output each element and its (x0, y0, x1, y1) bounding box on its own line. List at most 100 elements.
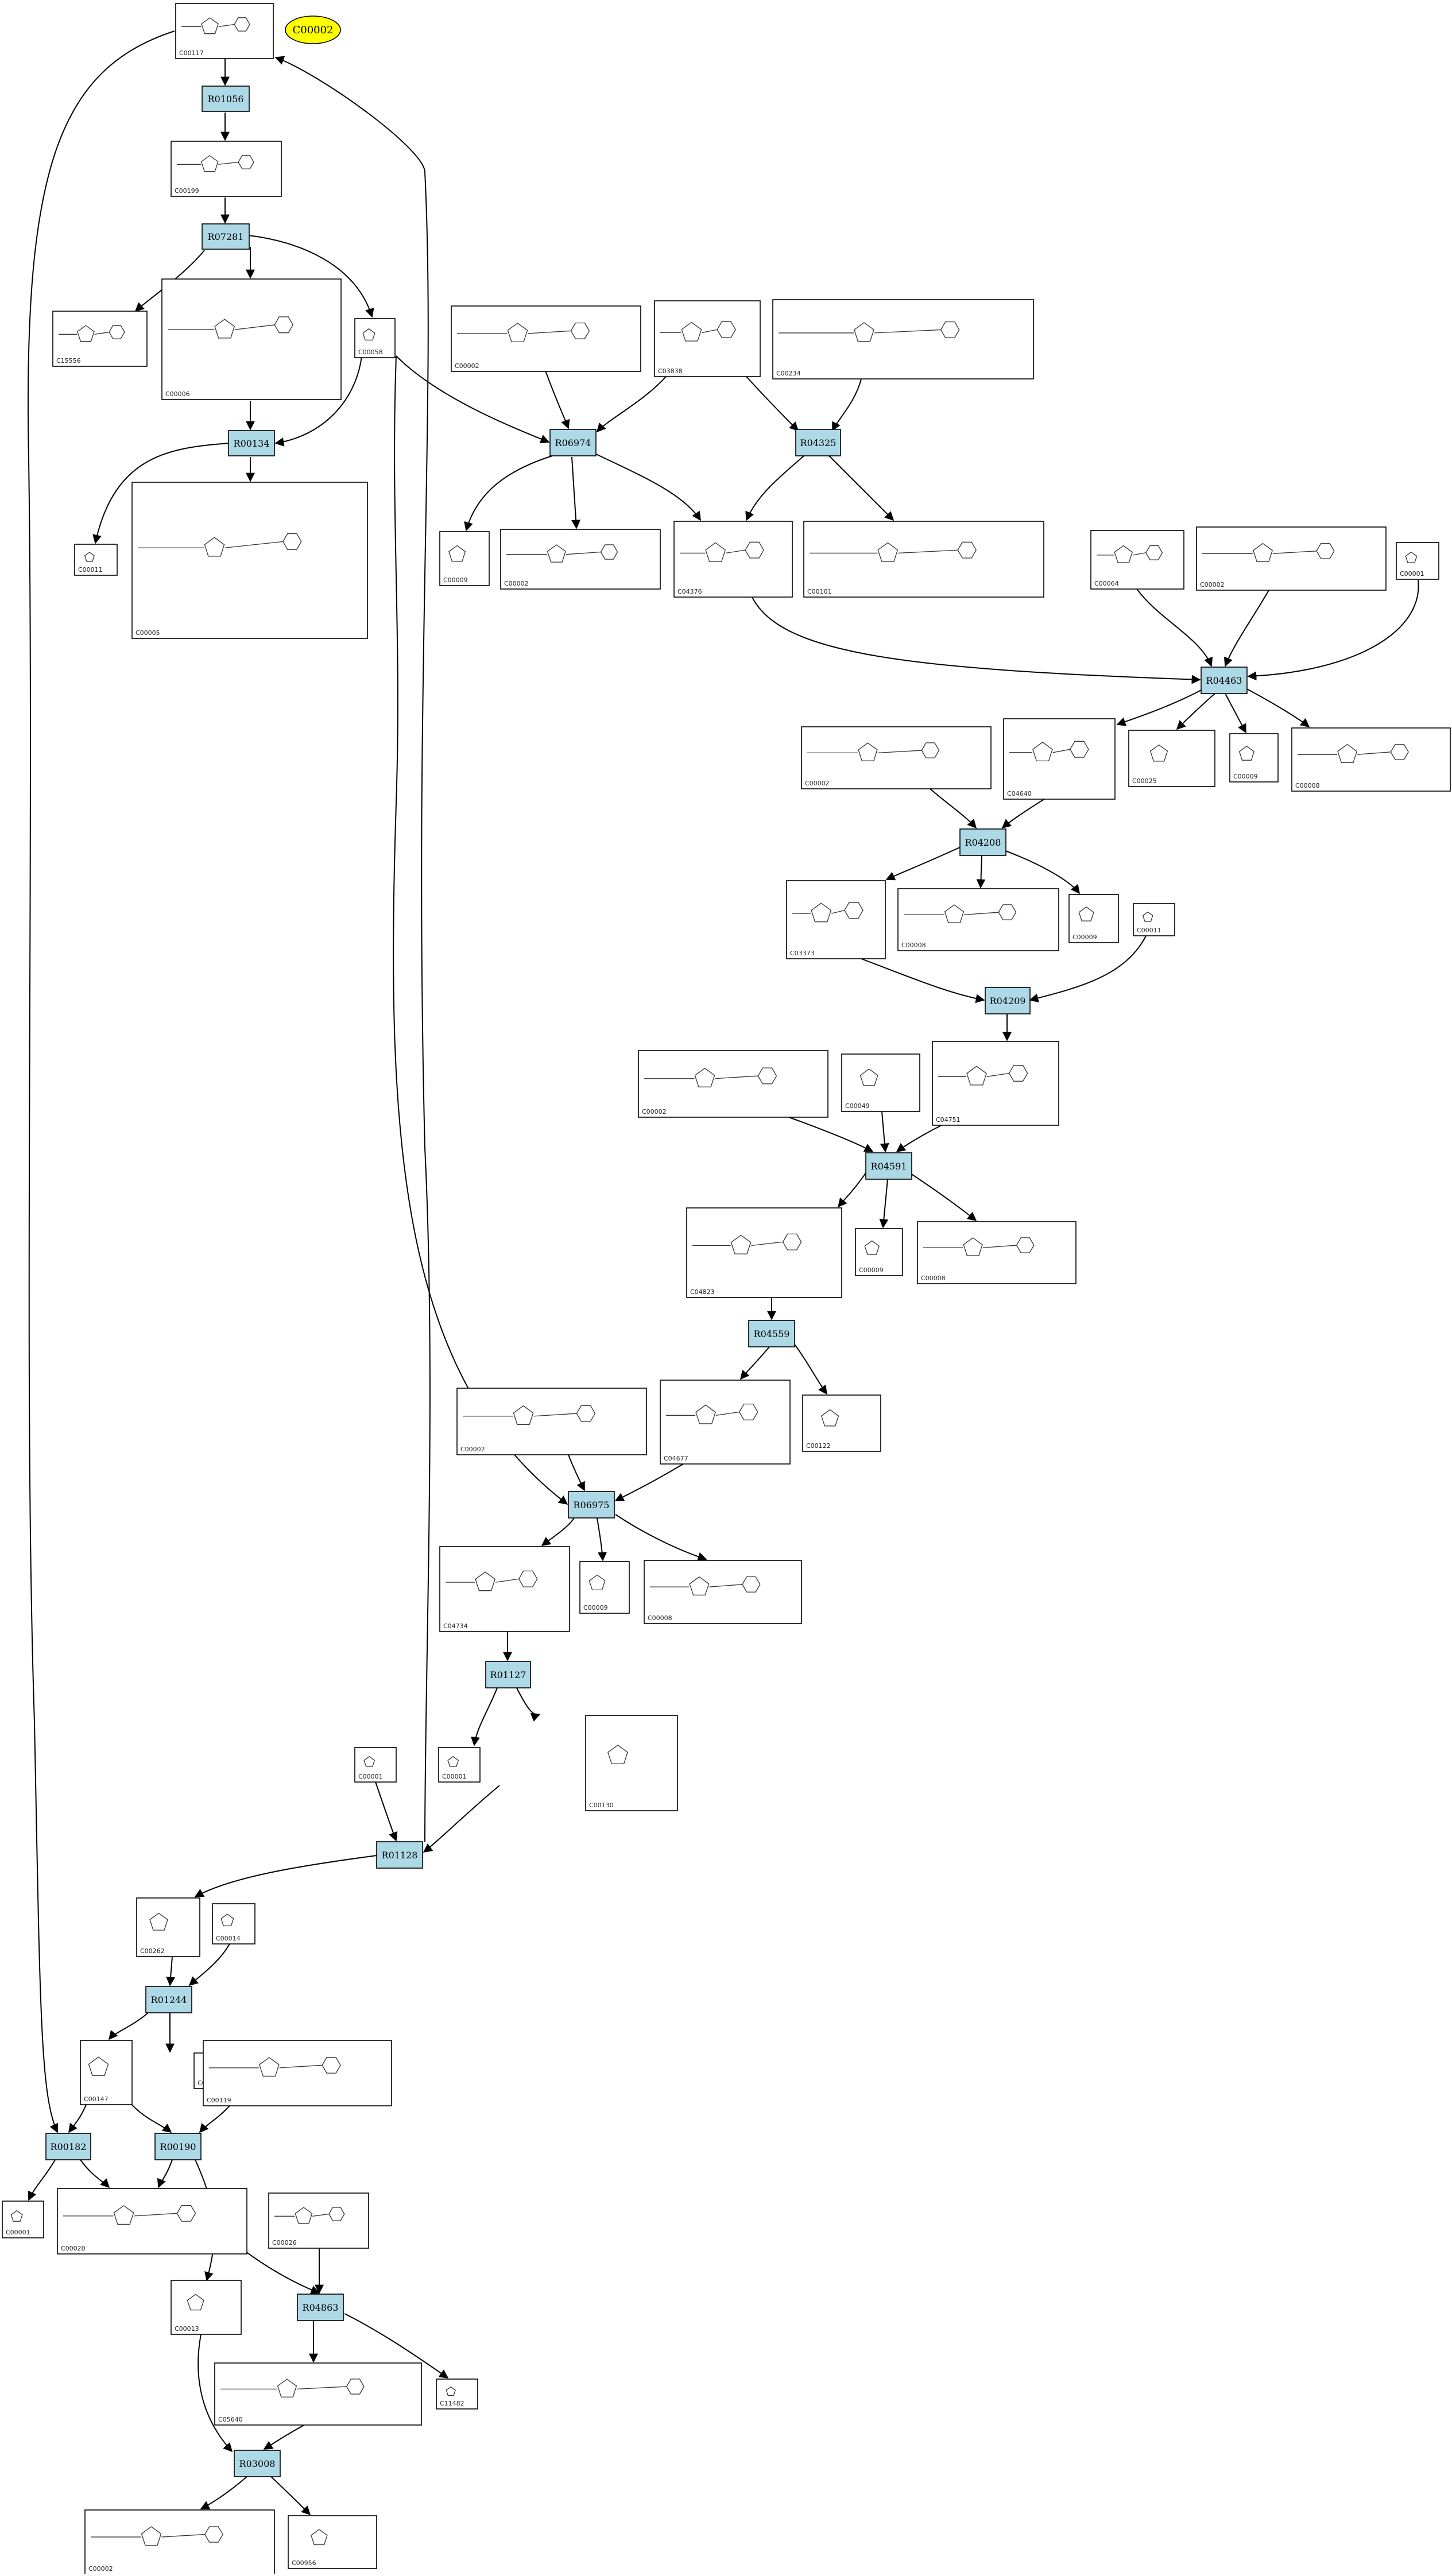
compound-node[interactable]: C00002 (456, 1388, 647, 1455)
compound-node[interactable]: C00130 (585, 1715, 678, 1811)
compound-node[interactable]: C04734 (439, 1546, 570, 1632)
compound-id: C04734 (443, 1622, 468, 1630)
compound-id: C00262 (140, 1947, 165, 1955)
compound-node[interactable]: C04823 (686, 1207, 842, 1298)
compound-node[interactable]: C00262 (136, 1897, 200, 1957)
reaction-node[interactable]: R04591 (865, 1152, 912, 1180)
reaction-box (228, 430, 275, 456)
reaction-node[interactable]: R04559 (748, 1320, 795, 1347)
compound-box (288, 2515, 377, 2569)
compound-node[interactable]: C03373 (786, 880, 886, 959)
structure-ring-icon (513, 1405, 534, 1425)
compound-node[interactable]: C00117 (175, 3, 274, 59)
compound-id: C03373 (790, 950, 815, 957)
reaction-edge (752, 596, 1201, 684)
compound-node[interactable]: C00014 (212, 1903, 255, 1944)
compound-node[interactable]: C00026 (268, 2192, 369, 2249)
reaction-node[interactable]: R06974 (549, 429, 597, 456)
reaction-edge (1029, 935, 1147, 1003)
structure-ring-icon (187, 2294, 204, 2311)
reaction-node[interactable]: R06975 (568, 1491, 615, 1519)
compound-node[interactable]: C00049 (841, 1053, 920, 1112)
compound-node[interactable]: C00008 (917, 1221, 1077, 1284)
compound-node[interactable]: C00011 (74, 544, 118, 576)
compound-node[interactable]: C00199 (171, 141, 282, 197)
compound-node[interactable]: C00008 (1291, 727, 1451, 792)
compound-node[interactable]: C00002 (84, 2509, 275, 2575)
reaction-edge (274, 56, 431, 1842)
reaction-node[interactable]: R03008 (234, 2450, 281, 2477)
compound-node[interactable]: C15556 (52, 311, 148, 367)
compound-node[interactable]: C00119 (203, 2040, 392, 2106)
reaction-node[interactable]: R00182 (45, 2133, 91, 2160)
compound-node[interactable]: C00002 (1196, 526, 1387, 591)
reaction-node[interactable]: R01128 (376, 1841, 423, 1869)
reaction-node[interactable]: R04325 (795, 429, 841, 456)
compound-node[interactable]: C00001 (1396, 542, 1439, 580)
compound-id: C00101 (807, 588, 832, 595)
compound-id: C00002 (805, 780, 830, 787)
reaction-node[interactable]: R04209 (985, 987, 1031, 1014)
reaction-node[interactable]: R00134 (228, 430, 275, 456)
start-node[interactable]: C00002 (285, 16, 341, 44)
compound-node[interactable]: C00009 (579, 1561, 630, 1614)
reaction-node[interactable]: R07281 (202, 223, 250, 250)
compound-node[interactable]: C00025 (1128, 730, 1215, 787)
structure-bond-icon (134, 2213, 177, 2217)
compound-node[interactable]: C04376 (673, 521, 793, 598)
compound-node[interactable]: C00001 (438, 1747, 481, 1783)
compound-node[interactable]: C00013 (171, 2280, 242, 2335)
reaction-node[interactable]: R01056 (202, 86, 250, 112)
compound-box (1090, 530, 1184, 590)
compound-node[interactable]: C05640 (214, 2362, 422, 2426)
compound-node[interactable]: C00009 (439, 531, 490, 586)
compound-node[interactable]: C00064 (1090, 530, 1184, 590)
structure-ring-icon (1032, 741, 1053, 762)
compound-node[interactable]: C00234 (772, 299, 1034, 379)
reaction-edge (837, 1171, 868, 1208)
structure-bond-icon (716, 1411, 739, 1416)
compound-node[interactable]: C00011 (1133, 903, 1175, 936)
reaction-node[interactable]: R04208 (959, 828, 1006, 856)
compound-node[interactable]: C04751 (932, 1041, 1059, 1126)
compound-node[interactable]: C00005 (131, 482, 368, 639)
compound-node[interactable]: C00008 (897, 888, 1059, 951)
compound-box (801, 726, 992, 789)
reaction-node[interactable]: R01244 (145, 1986, 192, 2013)
compound-node[interactable]: C00006 (161, 278, 342, 400)
compound-node[interactable]: C04677 (660, 1380, 791, 1465)
reaction-node[interactable]: R04863 (297, 2294, 344, 2321)
compound-node[interactable]: C00009 (855, 1228, 903, 1276)
compound-node[interactable]: C00001 (2, 2201, 44, 2238)
compound-node[interactable]: C00008 (644, 1560, 802, 1624)
compound-node[interactable]: C00956 (288, 2515, 377, 2569)
compound-box (1003, 718, 1116, 800)
reaction-node[interactable]: R01127 (485, 1661, 531, 1688)
compound-node[interactable]: C00147 (80, 2040, 133, 2105)
compound-box (654, 300, 761, 377)
structure-ring-icon (362, 328, 375, 341)
compound-node[interactable]: C00009 (1068, 894, 1119, 943)
compound-node[interactable]: C00020 (57, 2188, 247, 2255)
compound-node[interactable]: C00101 (803, 521, 1044, 598)
reaction-id: R06975 (574, 1500, 610, 1510)
reaction-edge (68, 2104, 87, 2133)
compound-node[interactable]: C11482 (436, 2379, 478, 2410)
compound-node[interactable]: C00002 (638, 1050, 828, 1118)
reaction-node[interactable]: R00190 (154, 2133, 202, 2160)
compound-node[interactable]: C00058 (354, 318, 396, 358)
compound-node[interactable]: C00002 (500, 529, 661, 590)
reaction-edge (545, 370, 570, 429)
compound-box (686, 1207, 842, 1298)
compound-node[interactable]: C00002 (451, 305, 641, 372)
compound-node[interactable]: C00002 (801, 726, 992, 789)
compound-node[interactable]: C04640 (1003, 718, 1116, 800)
reaction-node[interactable]: R04463 (1201, 667, 1248, 694)
compound-node[interactable]: C00009 (1229, 733, 1279, 783)
compound-node[interactable]: C00122 (802, 1394, 881, 1452)
compound-node[interactable]: C03838 (654, 300, 761, 377)
reaction-box (485, 1661, 531, 1688)
structure-ring-icon (864, 1240, 880, 1255)
reaction-edge (129, 2102, 172, 2133)
compound-node[interactable]: C00001 (354, 1747, 397, 1783)
